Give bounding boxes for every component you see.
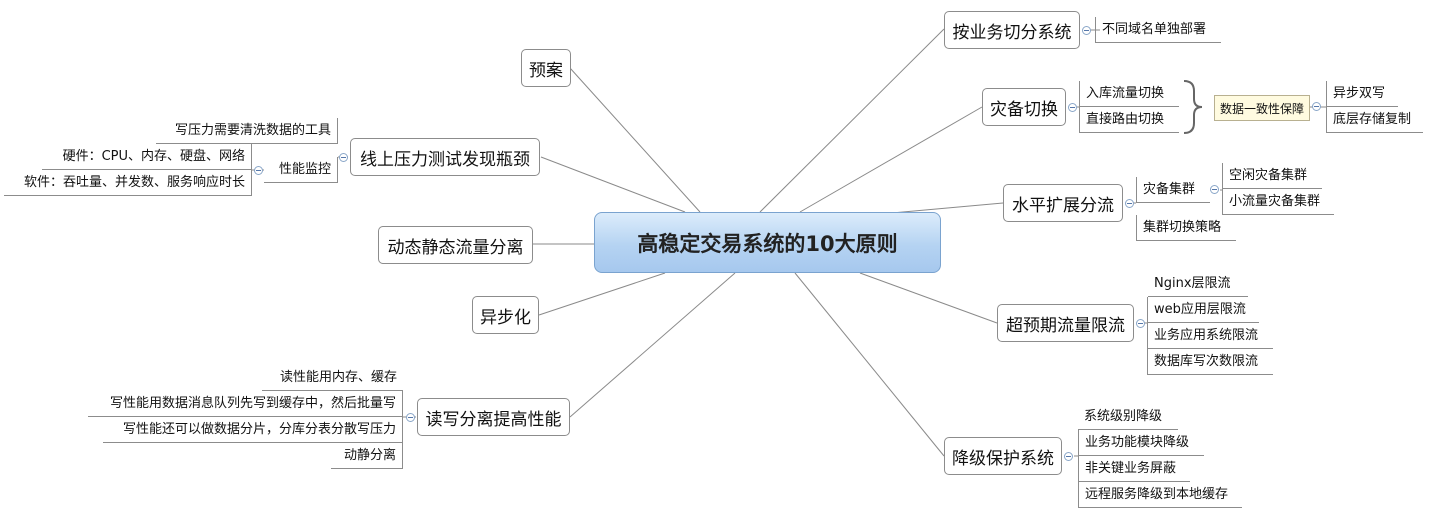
subtopic[interactable]: 远程服务降级到本地缓存 — [1078, 482, 1242, 508]
subtopic[interactable]: 非关键业务屏蔽 — [1078, 456, 1190, 482]
subtopic[interactable]: 写压力需要清洗数据的工具 — [156, 118, 338, 144]
subtopic[interactable]: 底层存储复制 — [1326, 107, 1423, 133]
subtopic[interactable]: 写性能还可以做数据分片，分库分表分散写压力 — [103, 417, 403, 443]
subtopic[interactable]: 直接路由切换 — [1079, 107, 1179, 133]
collapse-icon[interactable] — [1210, 185, 1219, 194]
subtopic[interactable]: 软件：吞吐量、并发数、服务响应时长 — [4, 170, 252, 196]
subtopic[interactable]: 数据库写次数限流 — [1147, 349, 1273, 375]
subtopic[interactable]: 集群切换策略 — [1136, 215, 1236, 241]
subtopic[interactable]: 空闲灾备集群 — [1222, 163, 1322, 189]
collapse-icon[interactable] — [339, 153, 348, 162]
collapse-icon[interactable] — [254, 166, 263, 175]
subtopic[interactable]: 性能监控 — [264, 157, 338, 183]
topic-business-split[interactable]: 按业务切分系统 — [944, 11, 1080, 49]
subtopic[interactable]: 业务功能模块降级 — [1078, 430, 1204, 456]
topic-async[interactable]: 异步化 — [472, 296, 539, 334]
subtopic[interactable]: 小流量灾备集群 — [1222, 189, 1334, 215]
summary-topic[interactable]: 数据一致性保障 — [1214, 95, 1310, 121]
topic-contingency[interactable]: 预案 — [521, 49, 571, 87]
collapse-icon[interactable] — [1082, 26, 1091, 35]
topic-degrade-protect[interactable]: 降级保护系统 — [944, 437, 1062, 475]
subtopic[interactable]: 灾备集群 — [1136, 177, 1210, 203]
subtopic[interactable]: 读性能用内存、缓存 — [262, 365, 403, 391]
collapse-icon[interactable] — [1068, 103, 1077, 112]
collapse-icon[interactable] — [1064, 452, 1073, 461]
topic-rw-split[interactable]: 读写分离提高性能 — [417, 398, 570, 436]
collapse-icon[interactable] — [1312, 102, 1321, 111]
collapse-icon[interactable] — [1125, 199, 1134, 208]
subtopic[interactable]: 不同域名单独部署 — [1095, 17, 1221, 43]
brace-icon — [1183, 80, 1203, 134]
central-topic[interactable]: 高稳定交易系统的10大原则 — [594, 212, 941, 273]
subtopic[interactable]: 异步双写 — [1326, 81, 1398, 107]
subtopic[interactable]: 写性能用数据消息队列先写到缓存中，然后批量写 — [88, 391, 403, 417]
topic-rate-limit[interactable]: 超预期流量限流 — [997, 304, 1134, 342]
subtopic[interactable]: 业务应用系统限流 — [1147, 323, 1273, 349]
subtopic[interactable]: 动静分离 — [331, 443, 403, 469]
subtopic[interactable]: 系统级别降级 — [1078, 404, 1178, 430]
subtopic[interactable]: web应用层限流 — [1147, 297, 1259, 323]
topic-disaster-switch[interactable]: 灾备切换 — [982, 88, 1066, 126]
collapse-icon[interactable] — [406, 413, 415, 422]
topic-stress-test[interactable]: 线上压力测试发现瓶颈 — [350, 138, 540, 176]
subtopic[interactable]: 入库流量切换 — [1079, 81, 1179, 107]
topic-horizontal-scale[interactable]: 水平扩展分流 — [1003, 184, 1123, 222]
subtopic[interactable]: Nginx层限流 — [1148, 271, 1248, 297]
subtopic[interactable]: 硬件：CPU、内存、硬盘、网络 — [42, 144, 252, 170]
collapse-icon[interactable] — [1136, 319, 1145, 328]
topic-static-dynamic[interactable]: 动态静态流量分离 — [378, 226, 533, 264]
